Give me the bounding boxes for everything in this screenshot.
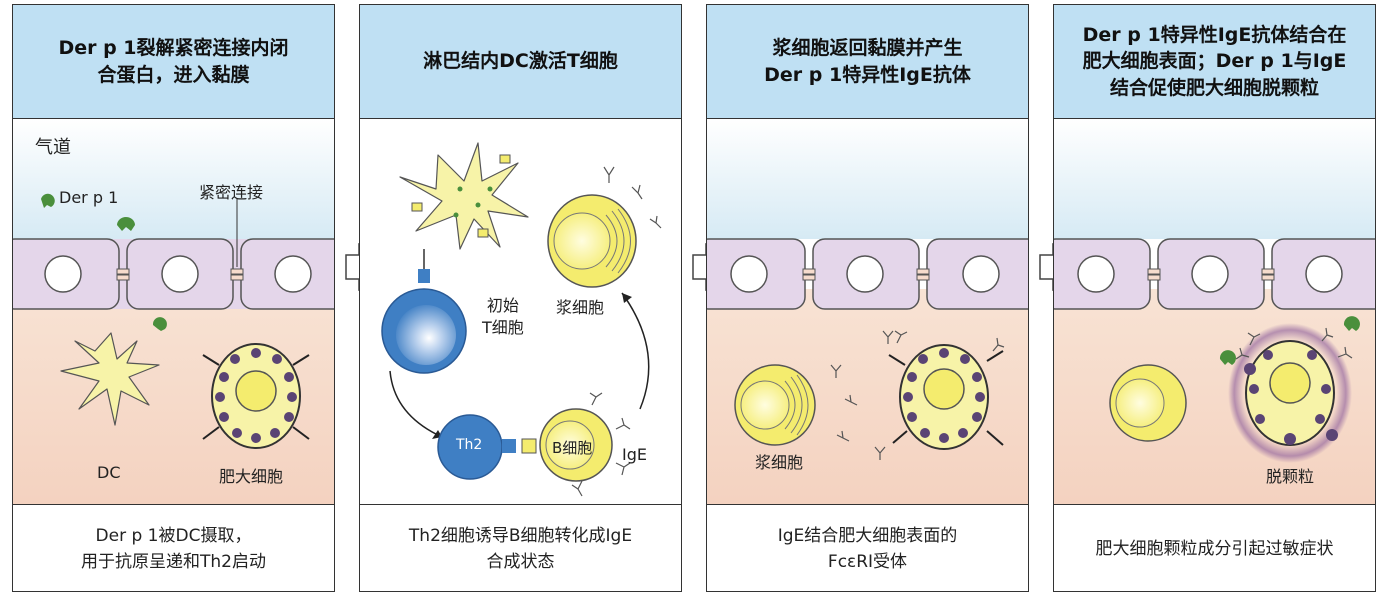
label-airway: 气道	[35, 137, 71, 158]
label-degranulation: 脱颗粒	[1266, 467, 1315, 486]
label-plasma-cell: 浆细胞	[556, 298, 605, 317]
plasma-cell	[734, 364, 816, 446]
panel-2-header: 淋巴结内DC激活T细胞	[360, 5, 681, 119]
label-th2: Th2	[456, 437, 483, 453]
panel-1-caption: Der p 1被DC摄取，用于抗原呈递和Th2启动	[13, 504, 334, 591]
label-derp1: Der p 1	[59, 188, 119, 207]
panel-1-illustration: 气道 Der p 1 紧密连接 DC 肥大细胞	[13, 119, 334, 504]
dendritic-cell	[399, 142, 529, 250]
panel-1-header: Der p 1裂解紧密连接内闭合蛋白，进入黏膜	[13, 5, 334, 119]
panel-4-caption: 肥大细胞颗粒成分引起过敏症状	[1054, 504, 1375, 591]
plasma-cell	[1109, 364, 1187, 442]
mast-cell	[202, 343, 310, 449]
panel-3-illustration: 浆细胞	[707, 119, 1028, 504]
label-mast-cell: 肥大细胞	[219, 467, 284, 486]
label-plasma-cell: 浆细胞	[755, 453, 804, 472]
label-tight-junction: 紧密连接	[199, 183, 264, 202]
panel-4-illustration: 脱颗粒	[1054, 119, 1375, 504]
derp1-allergen	[41, 193, 167, 331]
mast-cell	[888, 330, 1005, 450]
panel-1: Der p 1裂解紧密连接内闭合蛋白，进入黏膜	[12, 4, 335, 592]
plasma-cell	[547, 194, 637, 288]
panel-2: 淋巴结内DC激活T细胞	[359, 4, 682, 592]
label-dc: DC	[97, 463, 121, 482]
dendritic-cell	[60, 332, 160, 426]
b-cell	[539, 392, 631, 497]
ige-antibody	[603, 166, 662, 229]
label-ige: IgE	[622, 445, 647, 464]
label-b-cell: B细胞	[552, 439, 593, 457]
ige-antibody	[830, 330, 894, 460]
mast-cell-degranulating	[1219, 316, 1360, 463]
naive-t-cell	[381, 249, 467, 374]
